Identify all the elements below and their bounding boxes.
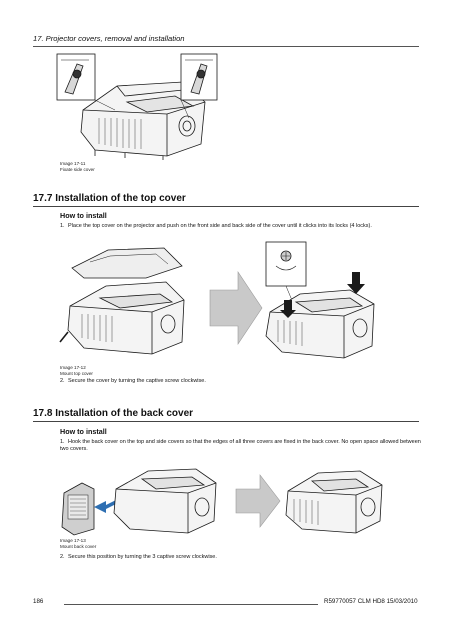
step-item: 1.Place the top cover on the projector a… — [60, 223, 420, 230]
caption-text: Fixate side cover — [60, 166, 95, 172]
header-rule — [33, 46, 419, 47]
step-number: 2. — [60, 378, 65, 384]
figure-mount-top-cover — [59, 241, 375, 359]
step-number: 2. — [60, 554, 65, 560]
caption-id: Image 17-13 — [60, 538, 86, 543]
figure-fixate-side-cover — [56, 53, 218, 160]
page-number: 186 — [33, 598, 44, 605]
step-item: 2.Secure the cover by turning the captiv… — [60, 378, 420, 385]
figure-caption-17-12: Image 17-12 Mount top cover — [60, 365, 93, 376]
step-item: 2.Secure this position by turning the 3 … — [60, 554, 420, 561]
step-text: Hook the back cover on the top and side … — [60, 439, 421, 452]
document-reference: R59770057 CLM HD8 15/03/2010 — [324, 598, 418, 605]
step-number: 1. — [60, 439, 65, 445]
caption-text: Mount top cover — [60, 370, 93, 376]
step-text: Place the top cover on the projector and… — [68, 223, 372, 229]
step-text: Secure this position by turning the 3 ca… — [68, 554, 217, 560]
caption-id: Image 17-11 — [60, 161, 86, 166]
step-text: Secure the cover by turning the captive … — [68, 378, 206, 384]
step-arrow — [235, 474, 281, 528]
subhead-how-to-install-17-7: How to install — [60, 211, 107, 220]
footer-rule — [64, 604, 318, 605]
step-number: 1. — [60, 223, 65, 229]
figure-caption-17-11: Image 17-11 Fixate side cover — [60, 161, 95, 172]
step-item: 1.Hook the back cover on the top and sid… — [60, 439, 422, 453]
subhead-how-to-install-17-8: How to install — [60, 427, 107, 436]
section-rule-17-7 — [33, 206, 419, 207]
section-title-17-7: 17.7 Installation of the top cover — [33, 193, 186, 204]
figure-caption-17-13: Image 17-13 Mount back cover — [60, 538, 96, 549]
section-rule-17-8 — [33, 421, 419, 422]
running-header: 17. Projector covers, removal and instal… — [33, 34, 185, 43]
caption-text: Mount back cover — [60, 543, 97, 549]
section-title-17-8: 17.8 Installation of the back cover — [33, 408, 194, 419]
step-arrow — [209, 271, 263, 345]
caption-id: Image 17-12 — [60, 365, 86, 370]
figure-mount-back-cover — [61, 468, 383, 536]
